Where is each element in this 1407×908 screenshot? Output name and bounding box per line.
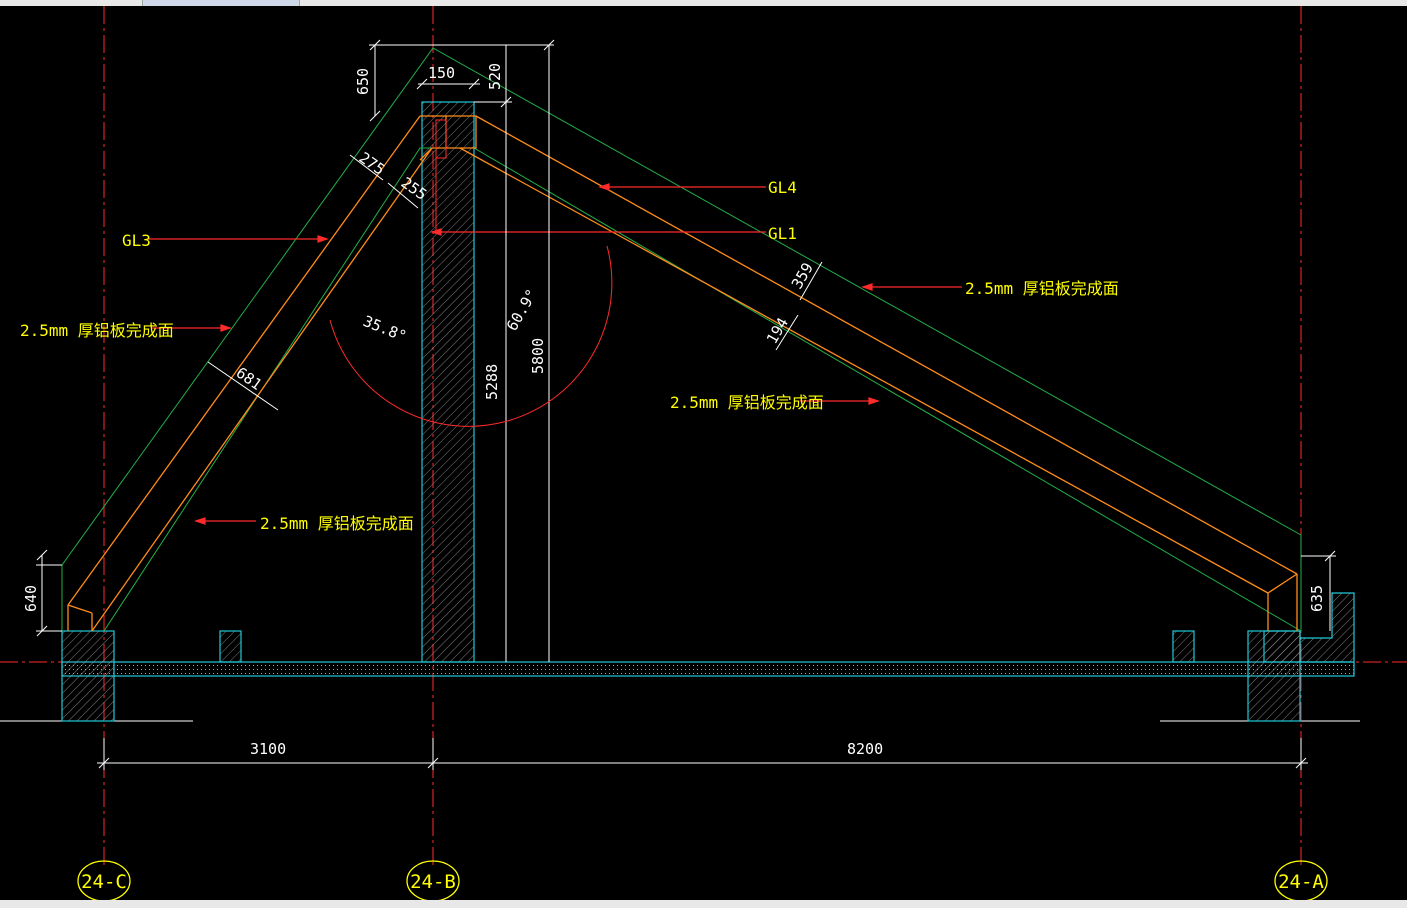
window-bottom-bar [0, 900, 1407, 908]
axis-label-24-c: 24-C [81, 871, 127, 893]
axis-bubble-24-a: 24-A [1274, 860, 1328, 900]
right-curb [1172, 630, 1195, 663]
central-column [421, 101, 475, 663]
section-lines [435, 119, 447, 230]
dim-span-right: 8200 [847, 740, 883, 758]
ridge-connection [419, 115, 477, 161]
label-gl3: GL3 [122, 231, 151, 250]
dim-359: 359 [788, 260, 817, 292]
dimension-lines [36, 39, 1336, 770]
cladding-inner [103, 147, 1302, 632]
window-top-bar [0, 0, 1407, 6]
label-gl4: GL4 [768, 178, 797, 197]
axis-label-24-a: 24-A [1278, 871, 1324, 893]
right-parapet [1263, 630, 1301, 663]
angle-left: 35.8° [361, 312, 410, 346]
dim-681: 681 [233, 364, 266, 394]
dim-ridge-offset: 650 [354, 68, 372, 95]
cladding-outer [61, 47, 1302, 566]
beam-gl3-top [67, 115, 421, 606]
right-gutter-wall [1300, 592, 1355, 663]
axis-bubbles: 24-C 24-B 24-A [77, 860, 1328, 900]
dim-height-total: 5800 [529, 338, 547, 374]
dim-ridge-520: 520 [486, 63, 504, 90]
dim-right-eave: 635 [1308, 585, 1326, 612]
beam-gl4-top [475, 115, 1298, 575]
beam-gl3-bottom [91, 147, 433, 632]
grid-axes [0, 6, 1407, 866]
label-cladding-right: 2.5mm 厚铝板完成面 [965, 279, 1119, 298]
cad-drawing-canvas[interactable]: 3100 8200 5800 5288 650 150 520 640 635 … [0, 6, 1407, 900]
drawing-tab[interactable] [142, 0, 300, 6]
leader-lines [148, 183, 962, 525]
label-cladding-left: 2.5mm 厚铝板完成面 [20, 321, 174, 340]
dim-height-column: 5288 [483, 364, 501, 400]
dim-column-width: 150 [428, 64, 455, 82]
annotation-labels: GL3 GL4 GL1 2.5mm 厚铝板完成面 2.5mm 厚铝板完成面 2.… [20, 178, 1119, 533]
axis-bubble-24-b: 24-B [406, 860, 460, 900]
concrete-structure [61, 101, 1355, 722]
axis-label-24-b: 24-B [410, 871, 456, 893]
angle-right: 60.9° [503, 286, 541, 334]
label-cladding-left-lower: 2.5mm 厚铝板完成面 [260, 514, 414, 533]
beam-gl4-bottom [459, 147, 1269, 594]
floor-slab [61, 661, 1355, 677]
label-cladding-right-lower: 2.5mm 厚铝板完成面 [670, 393, 824, 412]
left-footing [61, 630, 115, 722]
label-gl1: GL1 [768, 224, 797, 243]
axis-bubble-24-c: 24-C [77, 860, 131, 900]
left-curb [219, 630, 242, 663]
dim-left-eave: 640 [22, 585, 40, 612]
dim-span-left: 3100 [250, 740, 286, 758]
aluminum-cladding [61, 47, 1302, 632]
dim-275: 275 [356, 149, 389, 179]
steel-beams [67, 115, 1298, 632]
